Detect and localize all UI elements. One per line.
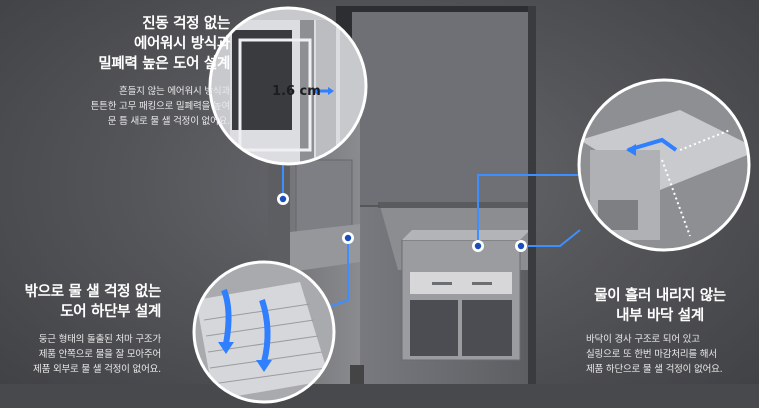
floor-description: 바닥이 경사 구조로 되어 있고 실링으로 또 한번 마감처리를 해서 제품 하… [586, 334, 723, 375]
door-bottom-title: 밖으로 물 샐 걱정 없는 도어 하단부 설계 [24, 284, 162, 320]
zoom-door-bottom [192, 260, 336, 404]
door-seal-title: 진동 걱정 없는 에어워시 방식과 밀폐력 높은 도어 설계 [98, 16, 230, 72]
zoom-door-seal [208, 6, 368, 166]
callout-dots [277, 193, 527, 252]
door-seal-description: 흔들지 않는 에어워시 방식과 튼튼한 고무 패킹으로 밀폐력을 높여 문 틈 … [90, 86, 231, 127]
door-bottom-description: 둥근 형태의 돌출된 처마 구조가 제품 안쪽으로 물을 잘 모아주어 제품 외… [33, 334, 161, 375]
gap-measure-label: 1.6 cm [272, 84, 321, 99]
floor-title: 물이 흘러 내리지 않는 내부 바닥 설계 [594, 288, 726, 324]
door-bottom-caption: 밖으로 물 샐 걱정 없는 도어 하단부 설계 둥근 형태의 돌출된 처마 구조… [0, 282, 162, 377]
cabinet [336, 6, 536, 408]
zoom-inner-floor [577, 78, 751, 252]
door-seal-caption: 진동 걱정 없는 에어워시 방식과 밀폐력 높은 도어 설계 흔들지 않는 에어… [10, 14, 231, 129]
floor-caption: 물이 흘러 내리지 않는 내부 바닥 설계 [570, 286, 750, 326]
